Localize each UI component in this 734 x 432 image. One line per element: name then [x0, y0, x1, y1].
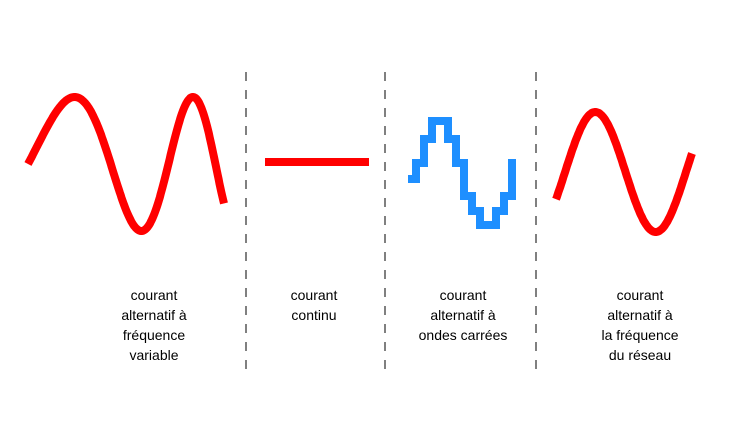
- grid-frequency-wave: [552, 108, 696, 236]
- variable-frequency-wave: [24, 93, 228, 235]
- label-line: alternatif à: [607, 307, 673, 323]
- label-line: courant: [439, 287, 487, 303]
- label-grid-frequency: courant alternatif à la fréquence du rés…: [565, 285, 715, 365]
- label-line: alternatif à: [121, 307, 187, 323]
- label-line: du réseau: [608, 347, 672, 363]
- label-square-wave: courant alternatif à ondes carrées: [388, 285, 538, 345]
- label-line: courant: [130, 287, 178, 303]
- label-line: ondes carrées: [418, 327, 508, 343]
- label-line: courant: [616, 287, 664, 303]
- label-line: variable: [129, 347, 179, 363]
- label-line: courant: [290, 287, 338, 303]
- label-line: continu: [291, 307, 337, 323]
- label-direct-current: courant continu: [239, 285, 389, 325]
- label-variable-frequency: courant alternatif à fréquence variable: [79, 285, 229, 365]
- label-line: la fréquence: [601, 327, 679, 343]
- label-line: alternatif à: [430, 307, 496, 323]
- label-line: fréquence: [122, 327, 186, 343]
- square-wave-steps: [408, 117, 516, 229]
